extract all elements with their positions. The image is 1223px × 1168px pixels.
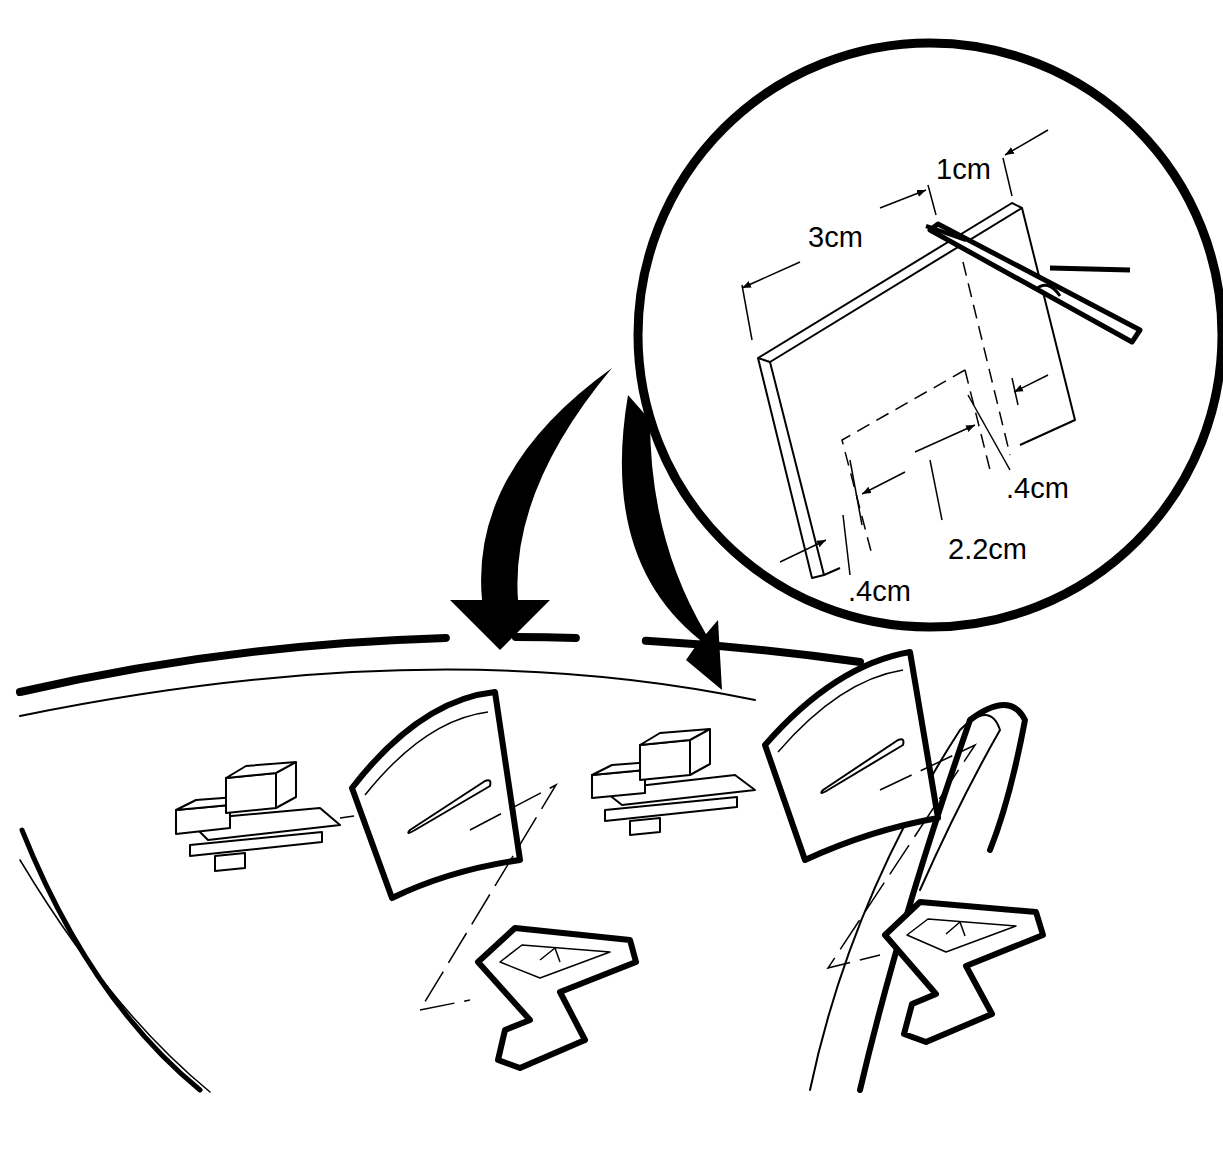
dimension-label: 2.2cm	[946, 534, 1029, 566]
dimension-label: 1cm	[934, 154, 993, 186]
dimension-label: .4cm	[846, 576, 913, 608]
dimension-label: 3cm	[806, 222, 865, 254]
dimension-label: .4cm	[1004, 473, 1071, 505]
